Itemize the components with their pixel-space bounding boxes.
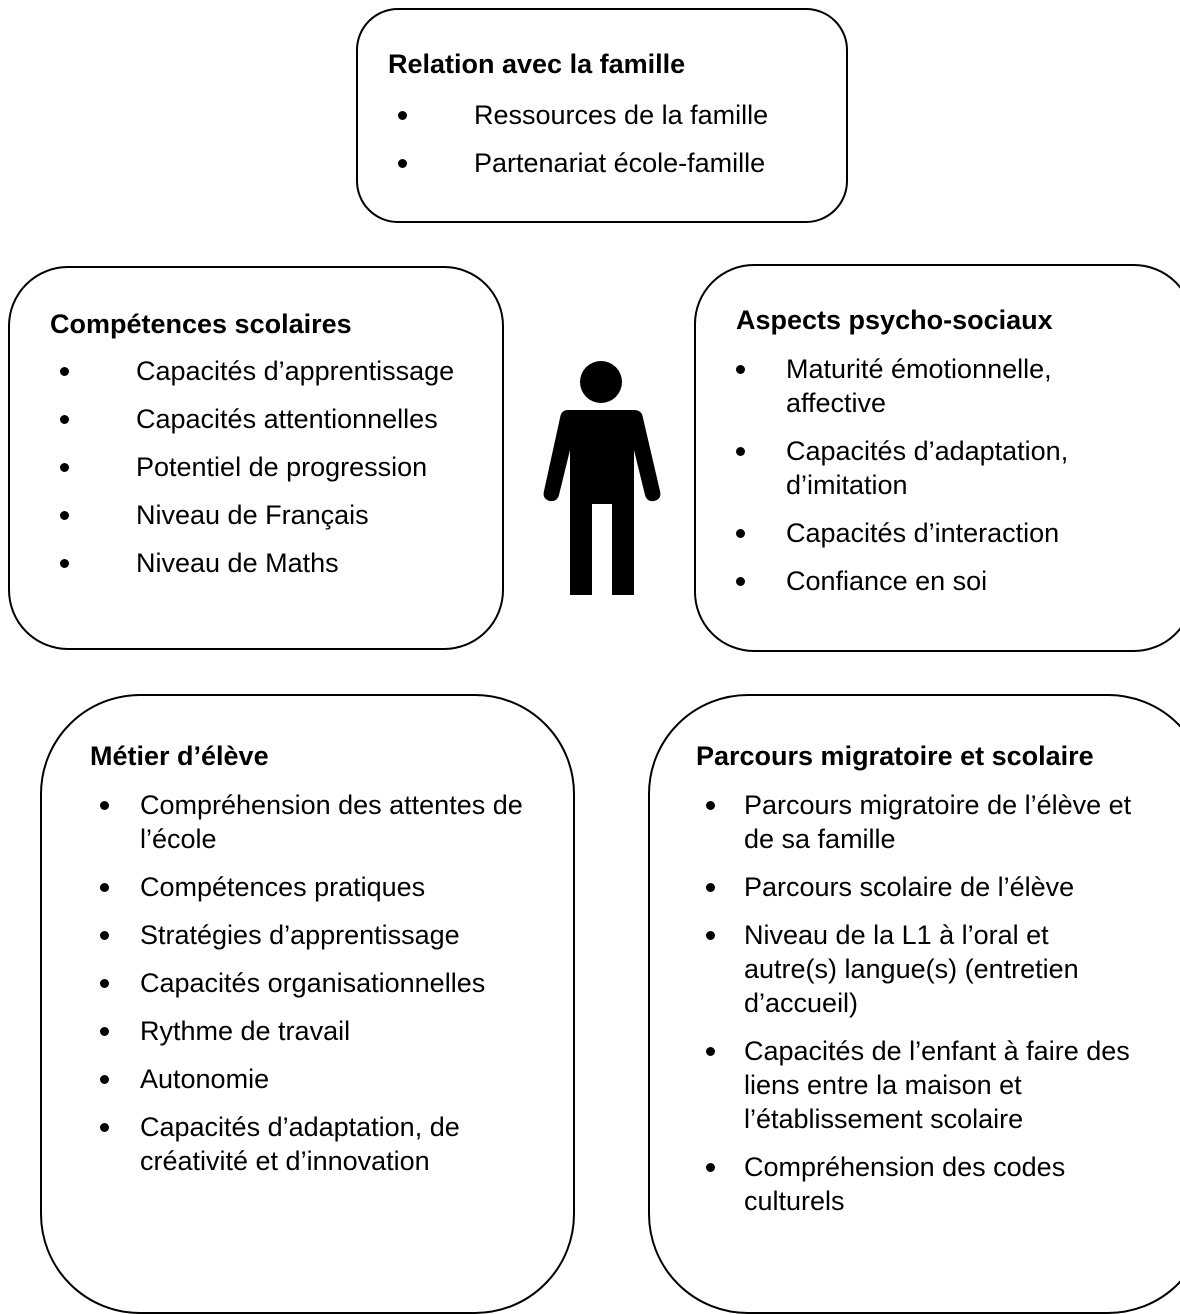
list-item: Compétences pratiques (90, 870, 530, 904)
person-head (580, 361, 622, 403)
list-item: Capacités d’interaction (726, 516, 1126, 550)
family-relation-title: Relation avec la famille (388, 49, 686, 79)
list-item: Ressources de la famille (388, 98, 768, 132)
psychosocial-box: Aspects psycho-sociaux Maturité émotionn… (694, 264, 1180, 652)
family-relation-box: Relation avec la famille Ressources de l… (356, 8, 848, 223)
list-item: Niveau de Français (50, 498, 454, 532)
person-body (543, 410, 661, 595)
psychosocial-list: Maturité émotionnelle, affective Capacit… (726, 352, 1126, 612)
person-icon (543, 361, 661, 595)
list-item: Parcours migratoire de l’élève et de sa … (696, 788, 1146, 856)
list-item: Rythme de travail (90, 1014, 530, 1048)
list-item: Compréhension des attentes de l’école (90, 788, 530, 856)
list-item: Partenariat école-famille (388, 146, 768, 180)
list-item: Capacités attentionnelles (50, 402, 454, 436)
school-skills-list: Capacités d’apprentissage Capacités atte… (50, 354, 454, 594)
list-item: Niveau de la L1 à l’oral et autre(s) lan… (696, 918, 1146, 1020)
list-item: Niveau de Maths (50, 546, 454, 580)
list-item: Capacités d’adaptation, de créativité et… (90, 1110, 530, 1178)
list-item: Parcours scolaire de l’élève (696, 870, 1146, 904)
migration-school-path-list: Parcours migratoire de l’élève et de sa … (696, 788, 1146, 1232)
list-item: Capacités organisationnelles (90, 966, 530, 1000)
list-item: Confiance en soi (726, 564, 1126, 598)
psychosocial-title: Aspects psycho-sociaux (736, 305, 1053, 335)
list-item: Stratégies d’apprentissage (90, 918, 530, 952)
list-item: Capacités d’apprentissage (50, 354, 454, 388)
migration-school-path-box: Parcours migratoire et scolaire Parcours… (648, 694, 1180, 1314)
school-skills-title: Compétences scolaires (50, 309, 352, 339)
list-item: Maturité émotionnelle, affective (726, 352, 1106, 420)
student-role-box: Métier d’élève Compréhension des attente… (40, 694, 575, 1314)
family-relation-list: Ressources de la famille Partenariat éco… (388, 98, 768, 194)
list-item: Autonomie (90, 1062, 530, 1096)
school-skills-box: Compétences scolaires Capacités d’appren… (8, 266, 504, 650)
list-item: Capacités d’adaptation, d’imitation (726, 434, 1126, 502)
migration-school-path-title: Parcours migratoire et scolaire (696, 741, 1094, 771)
list-item: Capacités de l’enfant à faire des liens … (696, 1034, 1146, 1136)
student-role-title: Métier d’élève (90, 741, 269, 771)
student-role-list: Compréhension des attentes de l’école Co… (90, 788, 530, 1192)
list-item: Compréhension des codes culturels (696, 1150, 1146, 1218)
list-item: Potentiel de progression (50, 450, 454, 484)
